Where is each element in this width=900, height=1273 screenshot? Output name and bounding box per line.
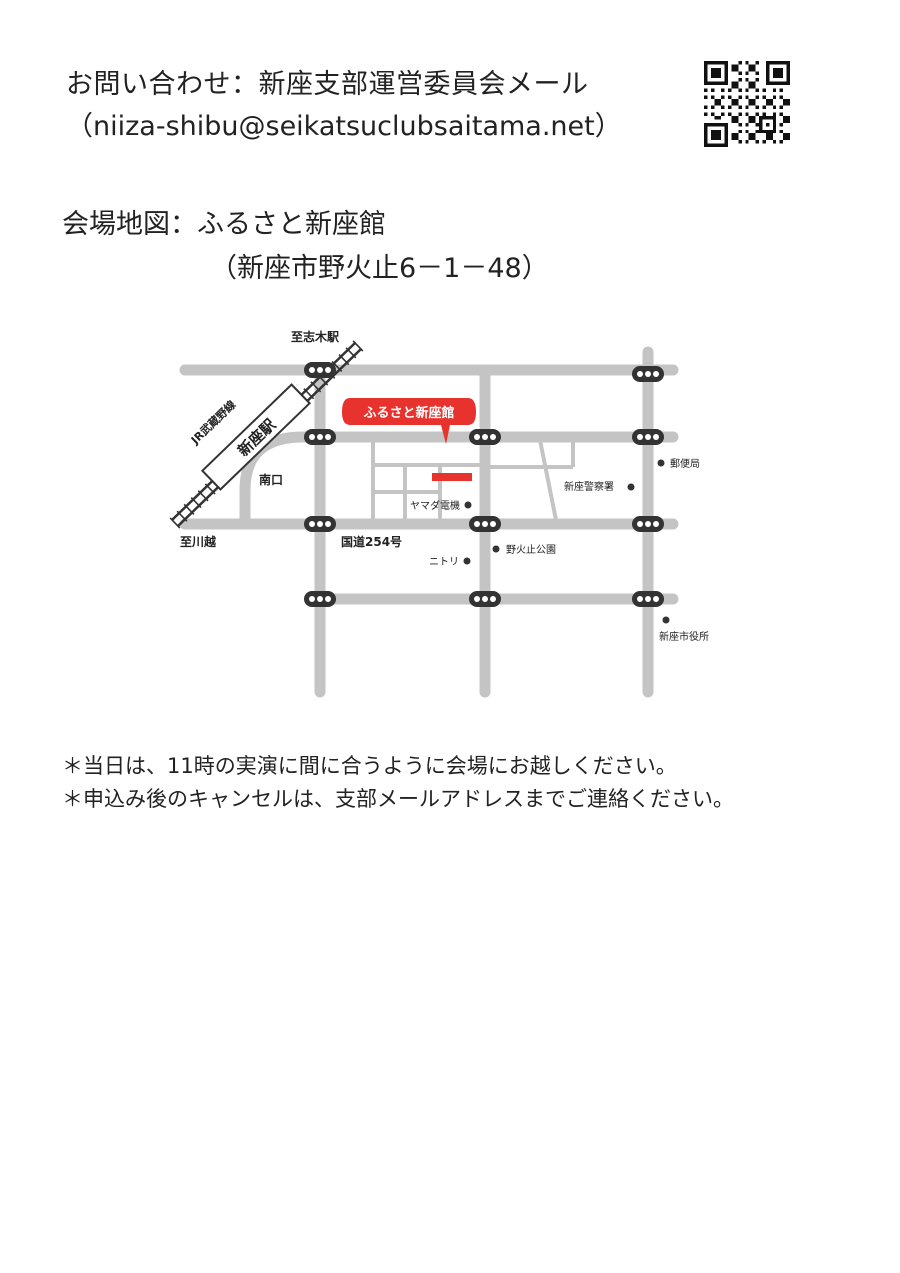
traffic-signal-icon xyxy=(632,516,664,532)
traffic-signal-icon xyxy=(632,429,664,445)
contact-label: お問い合わせ：新座支部運営委員会メール xyxy=(66,69,589,100)
contact-email[interactable]: （niiza-shibu@seikatsuclubsaitama.net） xyxy=(66,111,622,142)
police-label: 新座警察署 xyxy=(564,480,614,493)
post-office-label: 郵便局 xyxy=(670,457,700,470)
venue-marker xyxy=(432,473,472,481)
nitori-label: ニトリ xyxy=(429,557,459,568)
route-label: 国道254号 xyxy=(341,534,402,549)
traffic-signal-icon xyxy=(304,429,336,445)
traffic-signal-icon xyxy=(469,516,501,532)
side-streets xyxy=(371,437,575,524)
yamada-label: ヤマダ電機 xyxy=(410,499,460,512)
south-exit-label: 南口 xyxy=(259,472,283,487)
traffic-signal-icon xyxy=(632,366,664,382)
to-kawagoe-label: 至川越 xyxy=(180,534,217,549)
venue-map: 新座駅 JR武蔵野線 ふるさと新座館 至志木駅 至川越 南口 国道254号 郵便… xyxy=(169,329,709,698)
traffic-signals xyxy=(304,362,664,607)
traffic-signal-icon xyxy=(469,429,501,445)
city-hall-label: 新座市役所 xyxy=(659,630,709,643)
park-label: 野火止公園 xyxy=(506,544,556,556)
venue-address: （新座市野火止6－1－48） xyxy=(210,253,549,284)
traffic-signal-icon xyxy=(304,362,336,378)
line-name: JR武蔵野線 xyxy=(187,397,238,447)
traffic-signal-icon xyxy=(304,591,336,607)
traffic-signal-icon xyxy=(469,591,501,607)
venue-callout-label: ふるさと新座館 xyxy=(363,405,454,421)
traffic-signal-icon xyxy=(632,591,664,607)
note-arrival: ＊当日は、11時の実演に間に合うように会場にお越しください。 xyxy=(62,754,677,778)
landmark-dots xyxy=(463,459,670,624)
qr-code-icon[interactable] xyxy=(704,61,790,147)
note-cancel: ＊申込み後のキャンセルは、支部メールアドレスまでご連絡ください。 xyxy=(62,787,734,811)
traffic-signal-icon xyxy=(304,516,336,532)
venue-callout xyxy=(342,398,476,444)
venue-label: 会場地図：ふるさと新座館 xyxy=(62,209,386,240)
to-shiki-label: 至志木駅 xyxy=(291,329,340,344)
